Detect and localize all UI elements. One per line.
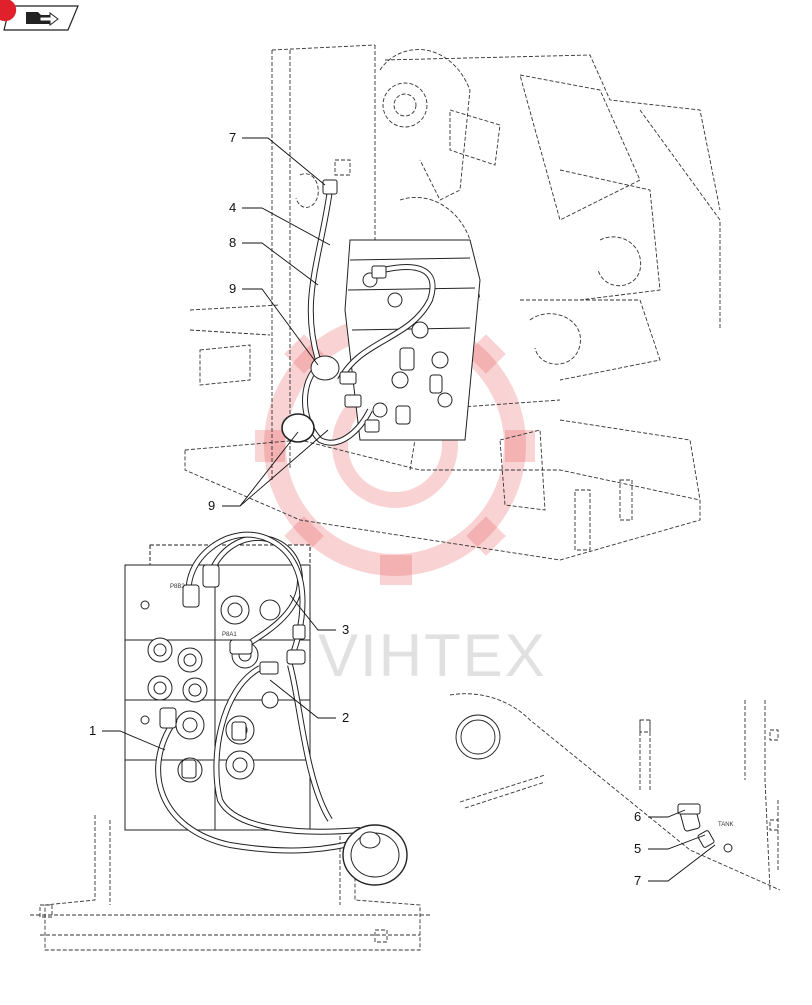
callout-1: 1 bbox=[89, 723, 96, 738]
upper-fittings bbox=[281, 179, 387, 443]
upper-valve-block bbox=[344, 239, 481, 441]
callout-9-top: 9 bbox=[229, 281, 236, 296]
lower-fittings bbox=[159, 564, 408, 886]
callout-8: 8 bbox=[229, 235, 236, 250]
port-label-tank: TANK bbox=[718, 822, 734, 828]
upper-hoses bbox=[302, 189, 436, 446]
machine-frame bbox=[184, 44, 721, 561]
callout-7-bottom: 7 bbox=[634, 873, 641, 888]
callout-5: 5 bbox=[634, 841, 641, 856]
port-label-p8a1: P8A1 bbox=[222, 632, 237, 638]
lower-mount-frame bbox=[30, 815, 430, 951]
lower-hoses bbox=[155, 531, 366, 854]
port-label-p8b2: P8B2 bbox=[170, 584, 185, 590]
detail-fittings bbox=[677, 803, 733, 853]
callout-6: 6 bbox=[634, 809, 641, 824]
detail-view bbox=[449, 693, 781, 891]
callout-7-top: 7 bbox=[229, 130, 236, 145]
leader-lines bbox=[102, 137, 716, 882]
callout-2: 2 bbox=[342, 710, 349, 725]
callout-3: 3 bbox=[342, 622, 349, 637]
callout-9-bottom: 9 bbox=[208, 498, 215, 513]
arrow-folder-icon[interactable] bbox=[26, 12, 59, 26]
alert-badge-icon bbox=[0, 0, 17, 22]
callout-4: 4 bbox=[229, 200, 236, 215]
toolbar bbox=[0, 0, 79, 31]
watermark-text: VIHTEX bbox=[318, 622, 547, 689]
